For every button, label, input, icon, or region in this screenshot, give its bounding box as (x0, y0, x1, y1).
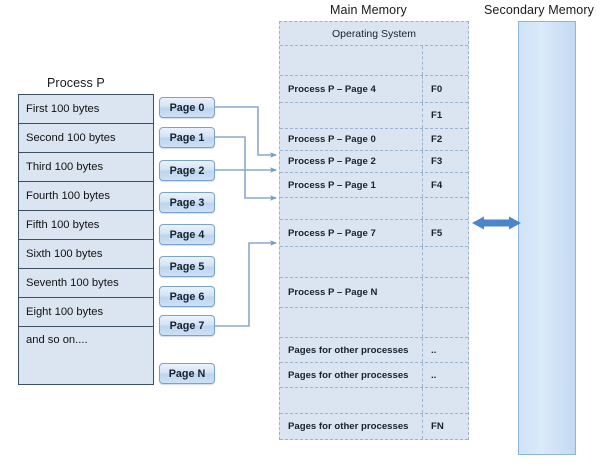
memory-row-f5: Process P – Page 7 F5 (280, 220, 468, 247)
memory-row-f3: Process P – Page 2 F3 (280, 151, 468, 173)
memory-row-frame: FN (422, 414, 468, 439)
process-memory-table: First 100 bytes Second 100 bytes Third 1… (18, 94, 154, 385)
memory-row-other-1: Pages for other processes .. (280, 338, 468, 363)
memory-row-label: Process P – Page 2 (288, 156, 376, 167)
secondary-memory-block (518, 21, 576, 455)
process-row: Fourth 100 bytes (19, 182, 153, 211)
memory-row-frame (422, 278, 468, 307)
memory-row-label (280, 388, 422, 413)
connector-page0-to-frame-f2 (215, 106, 277, 158)
memory-row-frame: F1 (422, 103, 468, 128)
memory-row-frame (422, 46, 468, 75)
page-box-n[interactable]: Page N (159, 363, 215, 384)
memory-row (280, 247, 468, 278)
memory-row-frame: .. (422, 338, 468, 362)
memory-row-label (280, 308, 422, 337)
memory-row-frame (422, 308, 468, 337)
page-box-7[interactable]: Page 7 (159, 315, 215, 336)
connector-page1-to-frame-f4 (215, 136, 277, 201)
memory-row-label (280, 247, 422, 277)
process-row: Seventh 100 bytes (19, 269, 153, 298)
main-memory-table: Operating System Process P – Page 4 F0 F… (279, 21, 469, 440)
memory-row-label: Process P – Page 1 (288, 179, 376, 191)
memory-row-other-2: Pages for other processes .. (280, 363, 468, 388)
page-box-2[interactable]: Page 2 (159, 160, 215, 181)
memory-row-frame: F5 (422, 220, 468, 246)
main-memory-title: Main Memory (330, 3, 407, 17)
memory-row-frame: F4 (422, 173, 468, 197)
memory-row (280, 198, 468, 220)
process-row: and so on.... (19, 327, 153, 385)
memory-row-label (280, 103, 422, 128)
page-box-1[interactable]: Page 1 (159, 127, 215, 148)
process-row: Third 100 bytes (19, 153, 153, 182)
page-box-3[interactable]: Page 3 (159, 192, 215, 213)
process-row: Second 100 bytes (19, 124, 153, 153)
memory-row-label: Process P – Page N (288, 287, 378, 298)
process-row: First 100 bytes (19, 95, 153, 124)
memory-row-os: Operating System (280, 22, 468, 46)
memory-row-label: Pages for other processes (288, 344, 409, 356)
memory-row-f2: Process P – Page 0 F2 (280, 129, 468, 151)
memory-row-frame: F2 (422, 129, 468, 150)
memory-row-frame: .. (422, 363, 468, 387)
memory-row-f1: F1 (280, 103, 468, 129)
page-box-0[interactable]: Page 0 (159, 97, 215, 118)
memory-row-label (280, 46, 422, 75)
process-title: Process P (47, 76, 105, 90)
memory-row-frame (422, 247, 468, 277)
memory-row-frame (422, 388, 468, 413)
swap-arrow-icon (472, 216, 521, 230)
memory-row-frame: F0 (422, 76, 468, 102)
process-row: Sixth 100 bytes (19, 240, 153, 269)
memory-row-page-n: Process P – Page N (280, 278, 468, 308)
connector-page7-to-frame-f5 (215, 240, 277, 327)
memory-row-label: Pages for other processes (288, 421, 409, 432)
memory-row-fn: Pages for other processes FN (280, 414, 468, 440)
memory-row-label: Process P – Page 0 (288, 134, 376, 145)
memory-row-f4: Process P – Page 1 F4 (280, 173, 468, 198)
memory-row-frame: F3 (422, 151, 468, 172)
process-row: Fifth 100 bytes (19, 211, 153, 240)
memory-row-frame (422, 198, 468, 219)
memory-row (280, 388, 468, 414)
memory-row-label: Process P – Page 7 (288, 227, 376, 239)
memory-row-f0: Process P – Page 4 F0 (280, 76, 468, 103)
memory-row (280, 308, 468, 338)
memory-row (280, 46, 468, 76)
page-box-6[interactable]: Page 6 (159, 286, 215, 307)
secondary-memory-title: Secondary Memory (484, 3, 594, 17)
memory-row-label: Process P – Page 4 (288, 83, 376, 95)
memory-row-label: Operating System (331, 27, 417, 40)
memory-row-label: Pages for other processes (288, 369, 409, 381)
memory-row-label (280, 198, 422, 219)
page-box-4[interactable]: Page 4 (159, 224, 215, 245)
process-row: Eight 100 bytes (19, 298, 153, 327)
page-box-5[interactable]: Page 5 (159, 256, 215, 277)
